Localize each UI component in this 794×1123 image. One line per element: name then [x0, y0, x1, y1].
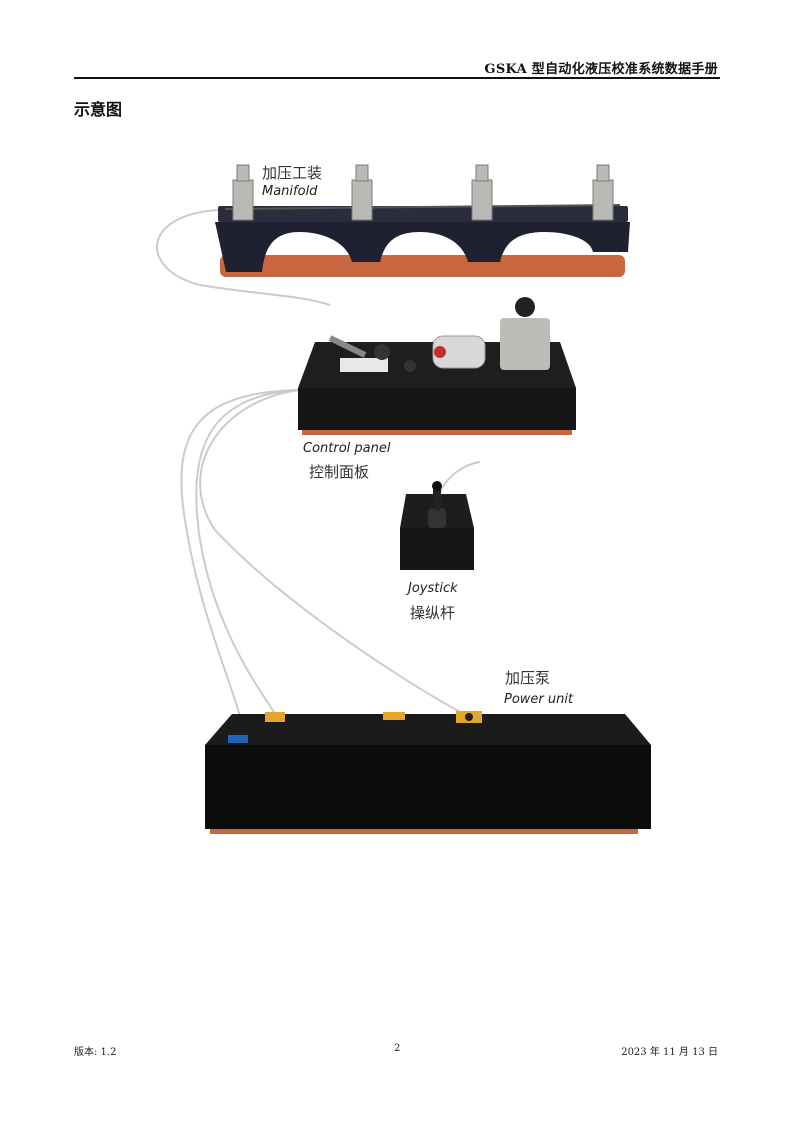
joystick-label-en: Joystick: [408, 581, 458, 596]
control-panel-label-cn: 控制面板: [309, 463, 370, 481]
joystick-image: [400, 481, 474, 570]
section-title: 示意图: [74, 100, 123, 119]
power-unit-label-cn: 加压泵: [505, 669, 551, 687]
page-header-title: GSKA 型自动化液压校准系统数据手册: [484, 62, 718, 77]
manifold-label-cn: 加压工装: [262, 164, 323, 182]
manifold-label-en: Manifold: [262, 184, 318, 199]
power-unit-label-en: Power unit: [504, 692, 574, 707]
hoses: [156, 209, 481, 736]
footer-date: 2023 年 11 月 13 日: [621, 1047, 718, 1058]
joystick-label-cn: 操纵杆: [410, 604, 456, 622]
footer-page-number: 2: [394, 1043, 401, 1054]
manifold-image: [215, 164, 630, 277]
footer-version: 版本: 1.2: [74, 1047, 117, 1058]
power-unit-image: [205, 711, 651, 834]
control-panel-image: [298, 297, 576, 435]
control-panel-label-en: Control panel: [303, 441, 391, 456]
header-rule: [74, 77, 720, 79]
